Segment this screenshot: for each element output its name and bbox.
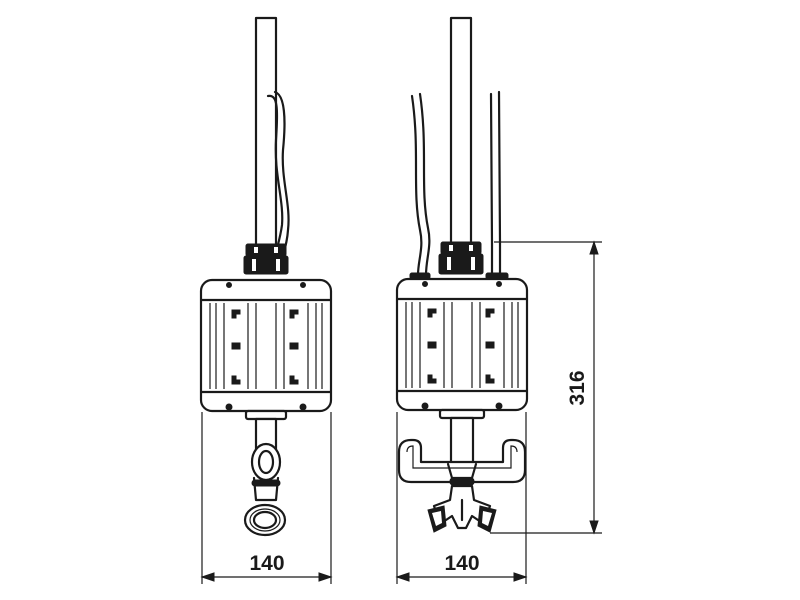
right-mounting-tube [449, 16, 473, 248]
left-cable [266, 94, 284, 264]
left-cable-gland [243, 243, 289, 275]
dimension-right-height: 316 [490, 240, 602, 535]
right-cable-left [410, 94, 423, 277]
right-height-label: 316 [566, 370, 589, 405]
right-cable-gland [409, 241, 509, 280]
right-y-nozzle [427, 484, 497, 533]
right-y-manifold [397, 438, 527, 486]
right-housing [395, 277, 529, 412]
left-swivel-joint [244, 409, 288, 502]
left-width-label: 140 [249, 552, 284, 575]
right-unit [395, 16, 529, 533]
left-unit [199, 16, 333, 537]
left-housing [199, 278, 333, 413]
right-stem [438, 408, 486, 466]
left-ring-nozzle [243, 503, 287, 537]
left-mounting-tube [254, 16, 278, 252]
dimension-right-width: 140 [395, 412, 528, 584]
right-cable-right [489, 92, 494, 280]
right-width-label: 140 [444, 552, 479, 575]
dimension-left-width: 140 [200, 412, 333, 584]
